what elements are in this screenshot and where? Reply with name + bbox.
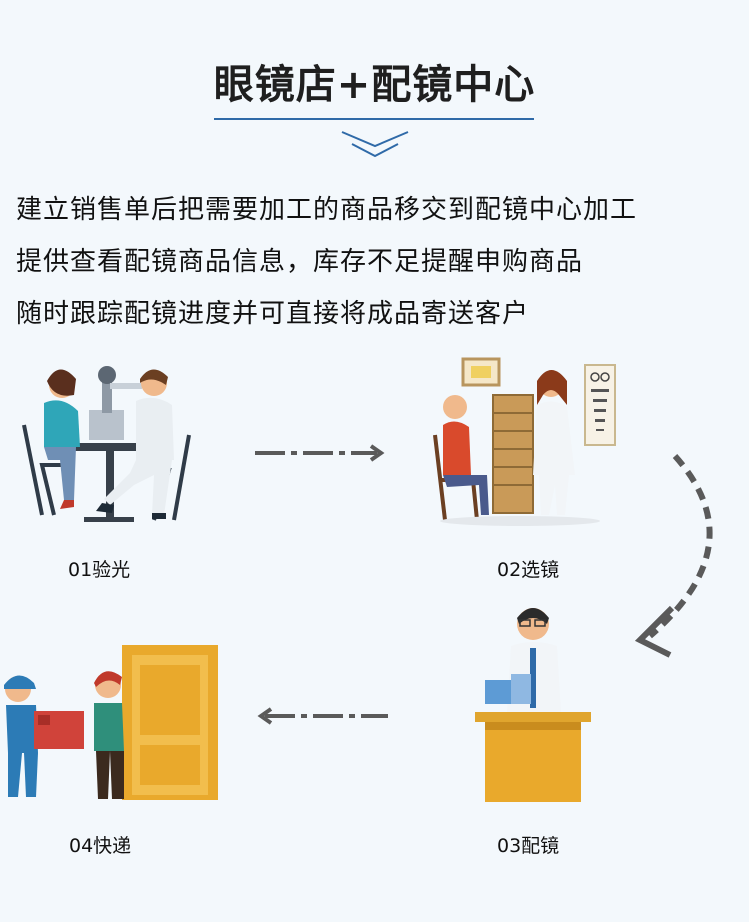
step-label: 02选镜 (497, 559, 560, 581)
delivery-illustration (4, 645, 218, 800)
title-underline (214, 118, 534, 120)
fitting-illustration (475, 608, 591, 802)
description-line: 随时跟踪配镜进度并可直接将成品寄送客户 (16, 299, 530, 329)
page-title: 眼镜店+配镜中心 (213, 62, 536, 108)
arrow-curve-icon (634, 453, 713, 658)
chevron-down-icon (341, 131, 409, 158)
arrow-right-icon (255, 444, 385, 462)
step-label: 01验光 (68, 559, 131, 581)
arrow-left-icon (257, 707, 388, 725)
description-line: 提供查看配镜商品信息，库存不足提醒申购商品 (16, 247, 584, 277)
step-label: 03配镜 (497, 835, 560, 857)
choose-glasses-illustration (433, 357, 616, 526)
description-line: 建立销售单后把需要加工的商品移交到配镜中心加工 (16, 195, 638, 225)
step-label: 04快递 (69, 835, 132, 857)
eye-exam-illustration (22, 366, 191, 522)
description: 建立销售单后把需要加工的商品移交到配镜中心加工 提供查看配镜商品信息，库存不足提… (16, 184, 741, 340)
